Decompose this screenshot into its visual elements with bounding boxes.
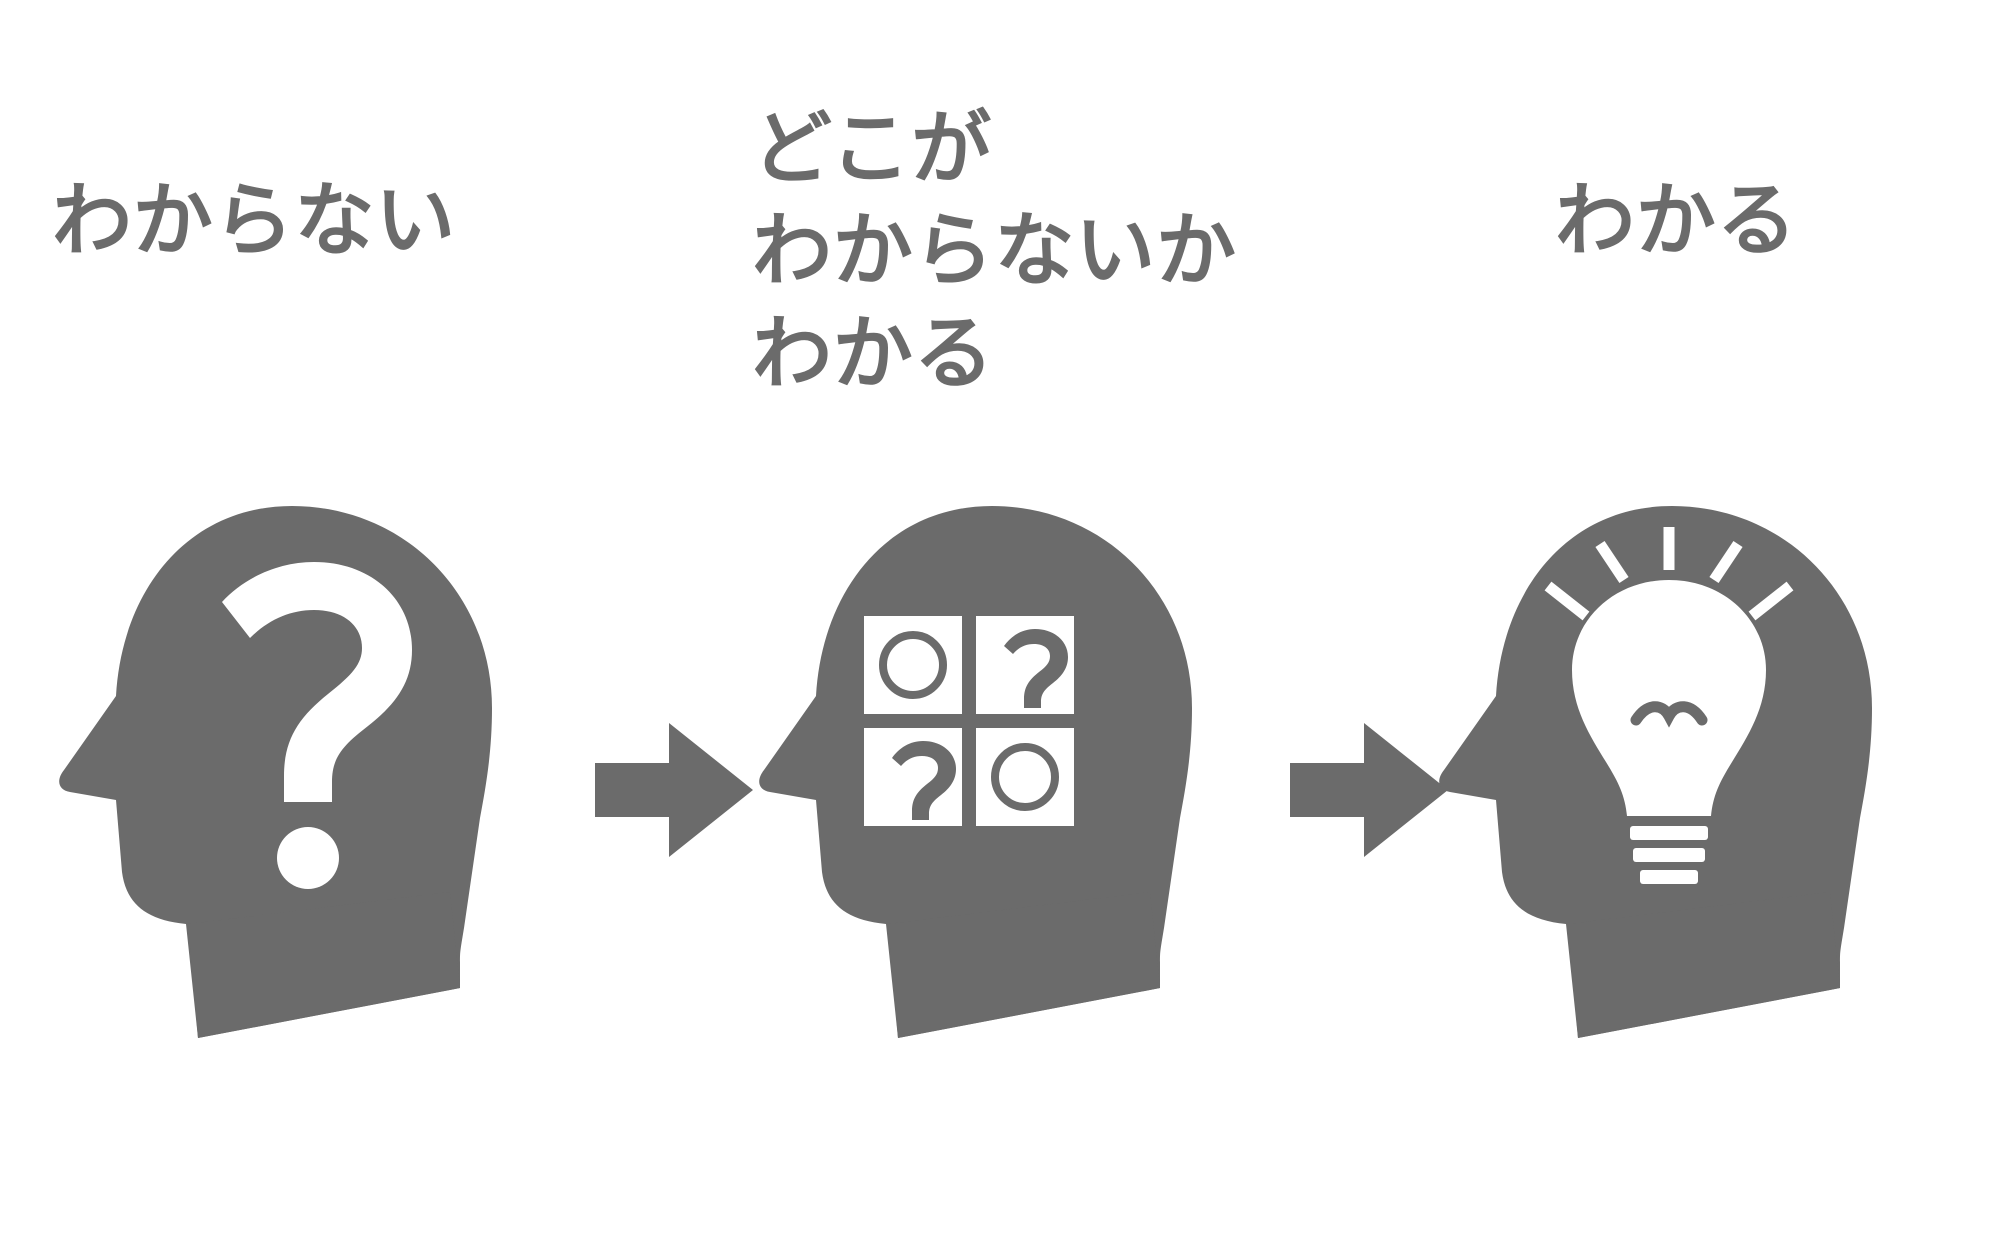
stage-label-2: どこが わからないか わかる [752, 102, 1237, 400]
lightbulb-rays-icon [1544, 527, 1794, 621]
stage-icon-head-lightbulb [1439, 500, 1960, 1120]
puzzle-grid-icon [864, 616, 1074, 847]
arrow-right-icon-2 [1290, 715, 1450, 865]
grid-cell-3 [976, 728, 1074, 826]
stage-icon-head-question [59, 500, 580, 1120]
grid-cell-0-circle-icon [879, 631, 947, 699]
lightbulb-icon [1544, 527, 1794, 884]
stage-label-1: わからない [52, 174, 456, 267]
grid-cell-2-question-icon [892, 741, 956, 847]
stage-icon-head-grid [759, 500, 1280, 1120]
arrow-right-icon-1 [595, 715, 755, 865]
grid-cell-3-circle-icon [991, 743, 1059, 811]
lightbulb-base-icon [1630, 826, 1708, 884]
question-mark-icon [222, 562, 412, 889]
head-silhouette-icon [759, 506, 1192, 1038]
grid-cell-0 [864, 616, 962, 714]
stage-label-3: わかる [1555, 174, 1798, 267]
